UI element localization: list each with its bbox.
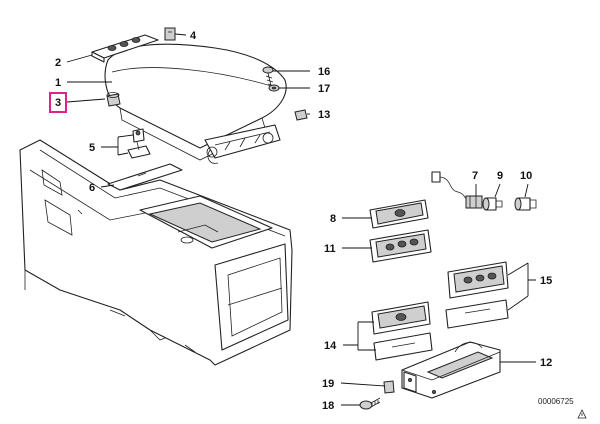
center-console-housing (19, 139, 293, 366)
callout-3[interactable]: 3 (55, 97, 61, 109)
latch-button-part (127, 128, 151, 159)
callout-5[interactable]: 5 (89, 142, 95, 154)
clip-19-part (383, 380, 395, 394)
socket-wiring-7-part (431, 171, 483, 209)
callout-12[interactable]: 12 (540, 357, 552, 369)
callout-15[interactable]: 15 (540, 275, 552, 287)
highlight-box-callout-3 (49, 92, 67, 113)
clip-part (164, 27, 176, 41)
switch-panel-8-part (369, 199, 429, 229)
callout-18[interactable]: 18 (322, 400, 334, 412)
screw-18-part (359, 397, 381, 410)
callout-8[interactable]: 8 (330, 213, 336, 225)
callout-4[interactable]: 4 (190, 30, 197, 42)
cupholder-bracket-12-part (401, 341, 501, 399)
callout-2[interactable]: 2 (55, 57, 61, 69)
switch-panel-15-part (445, 261, 509, 329)
callout-7[interactable]: 7 (472, 170, 478, 182)
callout-10[interactable]: 10 (520, 170, 532, 182)
callout-1[interactable]: 1 (55, 77, 61, 89)
armrest-lid (104, 43, 287, 164)
lighter-socket-9-part (482, 197, 503, 211)
callout-19[interactable]: 19 (322, 378, 334, 390)
switch-panel-14-part (371, 301, 433, 361)
callout-17[interactable]: 17 (318, 83, 330, 95)
cover-plate-part (107, 163, 183, 191)
callout-14[interactable]: 14 (324, 340, 337, 352)
warning-triangle-icon (577, 409, 587, 419)
leader-lines (66, 33, 536, 406)
screw-16-part (262, 66, 275, 91)
nut-13-part (294, 109, 308, 121)
washer-17-part (268, 84, 280, 92)
callout-9[interactable]: 9 (497, 170, 503, 182)
callout-labels: 1 2 3 4 5 6 7 8 9 10 11 12 13 14 15 16 1… (49, 30, 552, 412)
lighter-10-part (514, 197, 537, 211)
trim-strip-part (91, 34, 159, 63)
callout-16[interactable]: 16 (318, 66, 330, 78)
callout-13[interactable]: 13 (318, 109, 330, 121)
callout-6[interactable]: 6 (89, 182, 95, 194)
document-number: 00006725 (538, 397, 574, 406)
switch-panel-11-part (369, 229, 432, 263)
rubber-buffer-part (106, 92, 121, 107)
callout-11[interactable]: 11 (324, 243, 336, 255)
